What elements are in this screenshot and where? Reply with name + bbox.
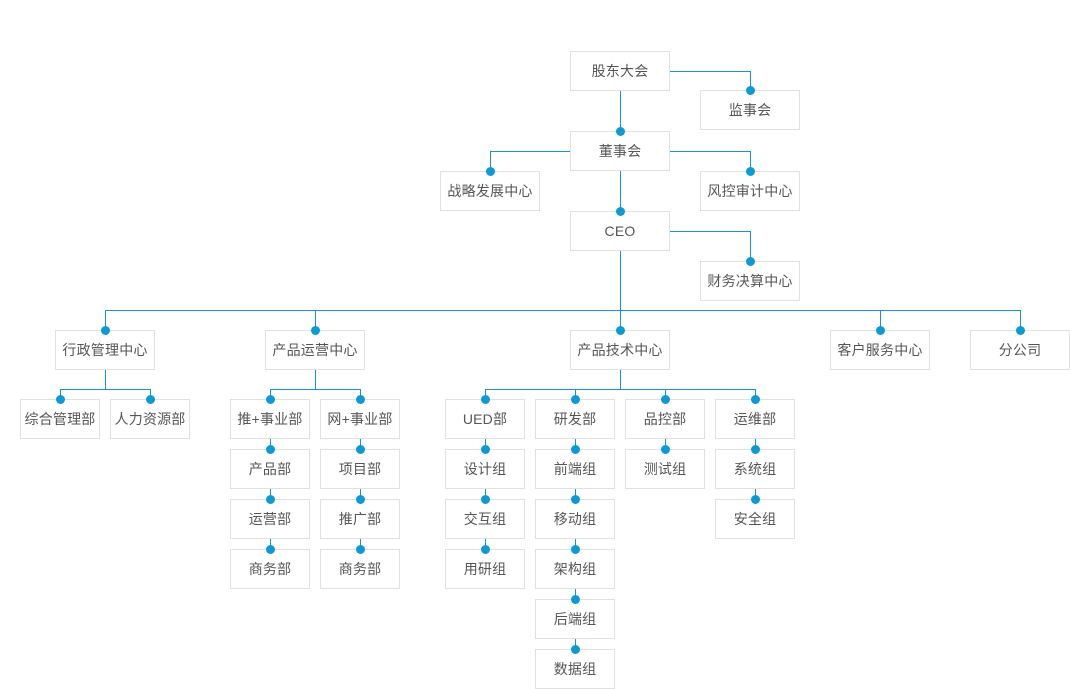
connector-chain (755, 439, 756, 449)
connector-dot-tui-division (265, 394, 275, 404)
connector-chain (575, 439, 576, 449)
connector-chain (755, 489, 756, 499)
org-node-n64[interactable]: 后端组 (535, 599, 615, 639)
connector-board-to-ceo (620, 171, 621, 211)
connector-drop-to-strategy (490, 151, 491, 171)
connector-admin-child2 (150, 389, 151, 399)
connector-ops-spread (270, 389, 360, 390)
connector-dot-chain (570, 644, 580, 654)
connector-dot-branch (1015, 325, 1025, 335)
connector-board-to-riskaudit (670, 151, 750, 152)
connector-dot-rd-dept (570, 394, 580, 404)
connector-dot-qc-dept (660, 394, 670, 404)
connector-dot-chain (355, 494, 365, 504)
connector-dot-wang-division (355, 394, 365, 404)
connector-tech-child1 (485, 389, 486, 399)
connector-dot-chain (480, 544, 490, 554)
connector-dot-general-admin-dept (55, 394, 65, 404)
connector-chain (485, 439, 486, 449)
connector-dot-chain (570, 544, 580, 554)
connector-chain (665, 439, 666, 449)
connector-tech-child3 (665, 389, 666, 399)
connector-ops-child2 (360, 389, 361, 399)
connector-drop-branch (1020, 310, 1021, 330)
connector-ops-child1 (270, 389, 271, 399)
connector-dot-chain (480, 444, 490, 454)
connector-shareholders-to-supervisors (670, 71, 750, 72)
connector-dot-strategy (485, 166, 495, 176)
connector-chain (485, 539, 486, 549)
connector-dot-board (615, 126, 625, 136)
connector-tech-child2 (575, 389, 576, 399)
connector-drop-customer-service (880, 310, 881, 330)
connector-tech-stem (620, 370, 621, 389)
connector-dot-admin-center (100, 325, 110, 335)
connector-chain (575, 589, 576, 599)
connector-ceo-to-trunk (620, 251, 621, 310)
connector-admin-stem (105, 370, 106, 389)
connector-chain (575, 539, 576, 549)
connector-chain (270, 539, 271, 549)
connector-dot-riskaudit (745, 166, 755, 176)
connector-tech-spread (485, 389, 755, 390)
connector-chain (360, 489, 361, 499)
connector-admin-child1 (60, 389, 61, 399)
connector-dot-chain (265, 444, 275, 454)
connector-dot-ceo (615, 206, 625, 216)
connector-dot-finance (745, 256, 755, 266)
connector-dot-chain (480, 494, 490, 504)
connector-chain (270, 489, 271, 499)
connector-shareholders-to-board (620, 91, 621, 131)
connector-dot-chain (570, 494, 580, 504)
connector-dot-ued-dept (480, 394, 490, 404)
connector-drop-product-ops (315, 310, 316, 330)
connector-dot-chain (750, 444, 760, 454)
connector-chain (485, 489, 486, 499)
connector-dot-chain (570, 594, 580, 604)
connector-dot-chain (660, 444, 670, 454)
connector-dot-chain (265, 494, 275, 504)
connector-chain (360, 539, 361, 549)
connector-dot-supervisors (745, 85, 755, 95)
connector-chain (575, 639, 576, 649)
connector-dot-chain (265, 544, 275, 554)
connector-drop-to-riskaudit (750, 151, 751, 171)
connector-dot-chain (570, 444, 580, 454)
connector-board-to-strategy (490, 151, 570, 152)
connector-dot-ops-dept (750, 394, 760, 404)
connector-dot-hr-dept (145, 394, 155, 404)
connector-admin-spread (60, 389, 150, 390)
connector-drop-admin (105, 310, 106, 330)
connector-dot-chain (750, 494, 760, 504)
connector-ceo-to-finance (670, 231, 750, 232)
connector-drop-product-tech (620, 310, 621, 330)
connector-dot-chain (355, 444, 365, 454)
connector-chain (270, 439, 271, 449)
connector-dot-product-tech-center (615, 325, 625, 335)
connector-chain (360, 439, 361, 449)
connector-dot-customer-service-center (875, 325, 885, 335)
connector-dot-chain (355, 544, 365, 554)
connector-dot-product-ops-center (310, 325, 320, 335)
connector-drop-to-supervisors (750, 71, 751, 90)
connector-chain (575, 489, 576, 499)
connector-level4-trunk (105, 310, 1020, 311)
connector-ops-stem (315, 370, 316, 389)
connector-tech-child4 (755, 389, 756, 399)
connector-drop-to-finance (750, 231, 751, 261)
